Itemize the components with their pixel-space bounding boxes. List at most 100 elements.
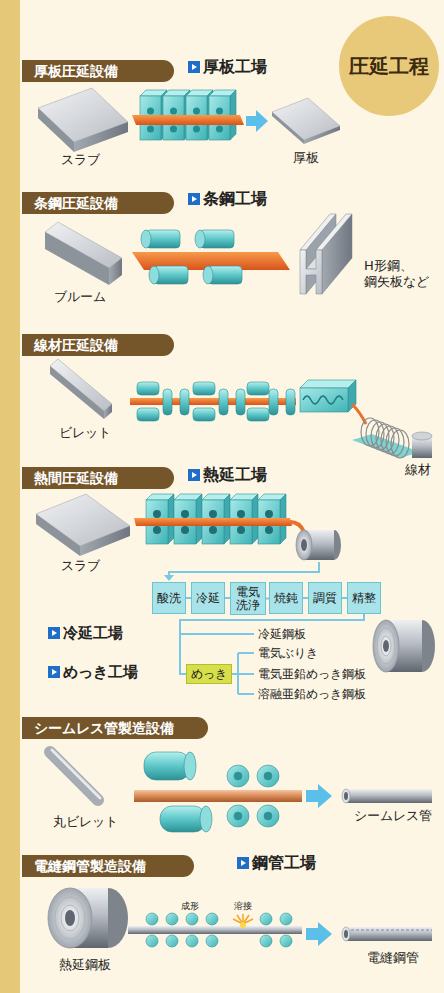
roll: [137, 382, 295, 421]
flow-line: [164, 562, 319, 581]
process-box: 焼鈍: [269, 582, 303, 614]
pipe-figure-part: [346, 930, 432, 931]
pipe-figure-part: [342, 789, 350, 803]
forming-roll-part: [146, 913, 158, 925]
node-text: 酸洗: [157, 592, 181, 605]
cooling-box-part: [303, 396, 343, 404]
hot-tube: [134, 790, 302, 802]
step-label: 成形: [181, 901, 199, 912]
forming-roll-part: [206, 935, 218, 947]
material-label: 丸ビレット: [53, 814, 118, 830]
wire-bundle-part: [412, 432, 432, 440]
factory-icon-part: [52, 630, 57, 636]
flow-line-part: [164, 575, 174, 581]
coil-figure-part: [301, 539, 307, 551]
factory-icon-part: [48, 666, 60, 678]
node-text: 線材圧延設備: [34, 337, 118, 354]
process-box: 調質: [308, 582, 342, 614]
branch-line-part: [180, 633, 254, 635]
steel-strip: [128, 926, 302, 934]
product-label: 厚板: [293, 150, 319, 166]
flow-arrow: [306, 922, 332, 946]
section-tab: 条鋼圧延設備: [22, 192, 174, 214]
coil-figure: [296, 530, 341, 560]
node-text: 焼鈍: [274, 592, 298, 605]
roll-part: [247, 382, 269, 395]
factory-icon-part: [241, 860, 246, 866]
slab-figure-part: [74, 122, 128, 152]
forming-roll-part: [206, 913, 218, 925]
pipe-figure-part: [346, 789, 432, 803]
material-label: ビレット: [59, 425, 111, 441]
node-text: シームレス管製造設備: [34, 720, 174, 737]
product-label: 溶融亜鉛めっき鋼板: [258, 687, 366, 701]
plate-figure-part: [272, 112, 304, 144]
roll: [149, 266, 242, 284]
welding-spark: [233, 914, 253, 928]
pipe-figure-part: [344, 930, 348, 938]
roll-part: [193, 382, 215, 395]
roll-part: [269, 389, 278, 415]
roll-part: [181, 526, 189, 534]
section-tab: シームレス管製造設備: [22, 717, 208, 739]
roll-part: [216, 126, 223, 133]
node-text: 調質: [313, 592, 337, 605]
factory-icon-part: [188, 61, 200, 73]
cold-coil-figure-part: [373, 620, 399, 672]
hot-steel-strip: [132, 115, 244, 125]
roll-part: [216, 108, 223, 115]
piercing-roll-part: [160, 806, 206, 832]
roll-part: [237, 526, 245, 534]
roll-part: [181, 510, 189, 518]
forming-roll-part: [280, 935, 292, 947]
roll-part: [264, 812, 272, 820]
cold-coil-figure: [373, 620, 435, 672]
wire-coil-part: [391, 430, 409, 458]
roll-part: [170, 126, 177, 133]
h-beam-figure: [300, 214, 352, 294]
node-text: 電縫鋼管製造設備: [34, 858, 146, 875]
roll-part: [209, 510, 217, 518]
product-label: H形鋼、 鋼矢板など: [364, 258, 440, 289]
pipe-figure: [342, 789, 432, 803]
piercing-roll: [144, 752, 212, 832]
roll-part: [234, 772, 242, 780]
forming-roll-part: [166, 913, 178, 925]
roll-part: [153, 510, 161, 518]
forming-roll-part: [166, 935, 178, 947]
pipe-figure-part: [346, 927, 432, 941]
side-bar: [0, 0, 20, 993]
roll-part: [227, 805, 249, 827]
factory-icon-part: [188, 469, 200, 481]
material-label: スラブ: [61, 152, 100, 168]
billet-figure: [50, 359, 112, 419]
node-text: 条鋼圧延設備: [34, 195, 118, 212]
product-label: 線材: [405, 462, 431, 478]
plate-figure: [272, 98, 340, 144]
factory-name: 条鋼工場: [203, 189, 267, 208]
cold-coil-figure-part: [377, 628, 395, 664]
process-box: 電気 洗浄: [230, 582, 266, 615]
forming-roll-part: [146, 935, 158, 947]
billet-figure-part: [50, 366, 104, 419]
roll-part: [209, 526, 217, 534]
forming-roll-part: [260, 935, 272, 947]
node-text: 冷延: [196, 592, 220, 605]
roll-part: [163, 389, 172, 415]
roll-part: [149, 266, 159, 284]
coil-figure-part: [61, 905, 79, 931]
factory-icon-part: [192, 472, 197, 478]
section-tab: 熱間圧延設備: [22, 467, 174, 489]
node-text: めっき: [191, 667, 227, 681]
product-label: シームレス管: [354, 808, 432, 824]
forming-roll-part: [260, 913, 272, 925]
factory-icon-part: [237, 857, 249, 869]
roll-part: [153, 526, 161, 534]
product-label: 電縫鋼管: [367, 950, 419, 966]
factory-name: 冷延工場: [63, 624, 123, 642]
slab-figure-part: [38, 108, 74, 152]
factory-icon-part: [192, 64, 197, 70]
roll-part: [219, 389, 228, 415]
welding-spark-part: [240, 922, 246, 928]
coil-figure-part: [48, 888, 92, 948]
